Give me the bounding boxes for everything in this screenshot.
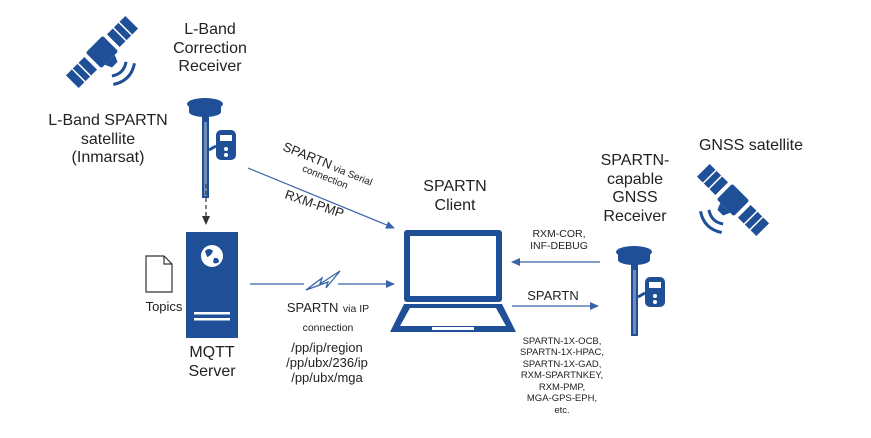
ip-link-label: SPARTN via IP connection: [286, 300, 370, 335]
ip-topics-list: /pp/ip/region/pp/ubx/236/ip/pp/ubx/mga: [286, 340, 368, 386]
client-to-receiver-label: SPARTN: [527, 288, 579, 303]
message-list: SPARTN-1X-OCB,SPARTN-1X-HPAC,SPARTN-1X-G…: [520, 336, 604, 416]
gnss-satellite-icon: [696, 163, 770, 237]
serial-arrow: [247, 167, 395, 229]
laptop-icon: [390, 230, 516, 332]
wireless-bolt-icon: [305, 270, 341, 291]
rxm-pmp-label: RXM-PMP: [283, 187, 346, 221]
document-icon: [145, 255, 173, 293]
topics-label: Topics: [145, 299, 183, 314]
mqtt-server-icon: [186, 232, 238, 338]
gnss-satellite-label: GNSS satellite: [698, 137, 804, 154]
gnss-receiver-icon: [616, 246, 665, 336]
lband-satellite-icon: [65, 15, 139, 89]
receiver-to-client-label: RXM-COR,INF-DEBUG: [530, 228, 588, 253]
lband-receiver-icon: [187, 98, 236, 198]
